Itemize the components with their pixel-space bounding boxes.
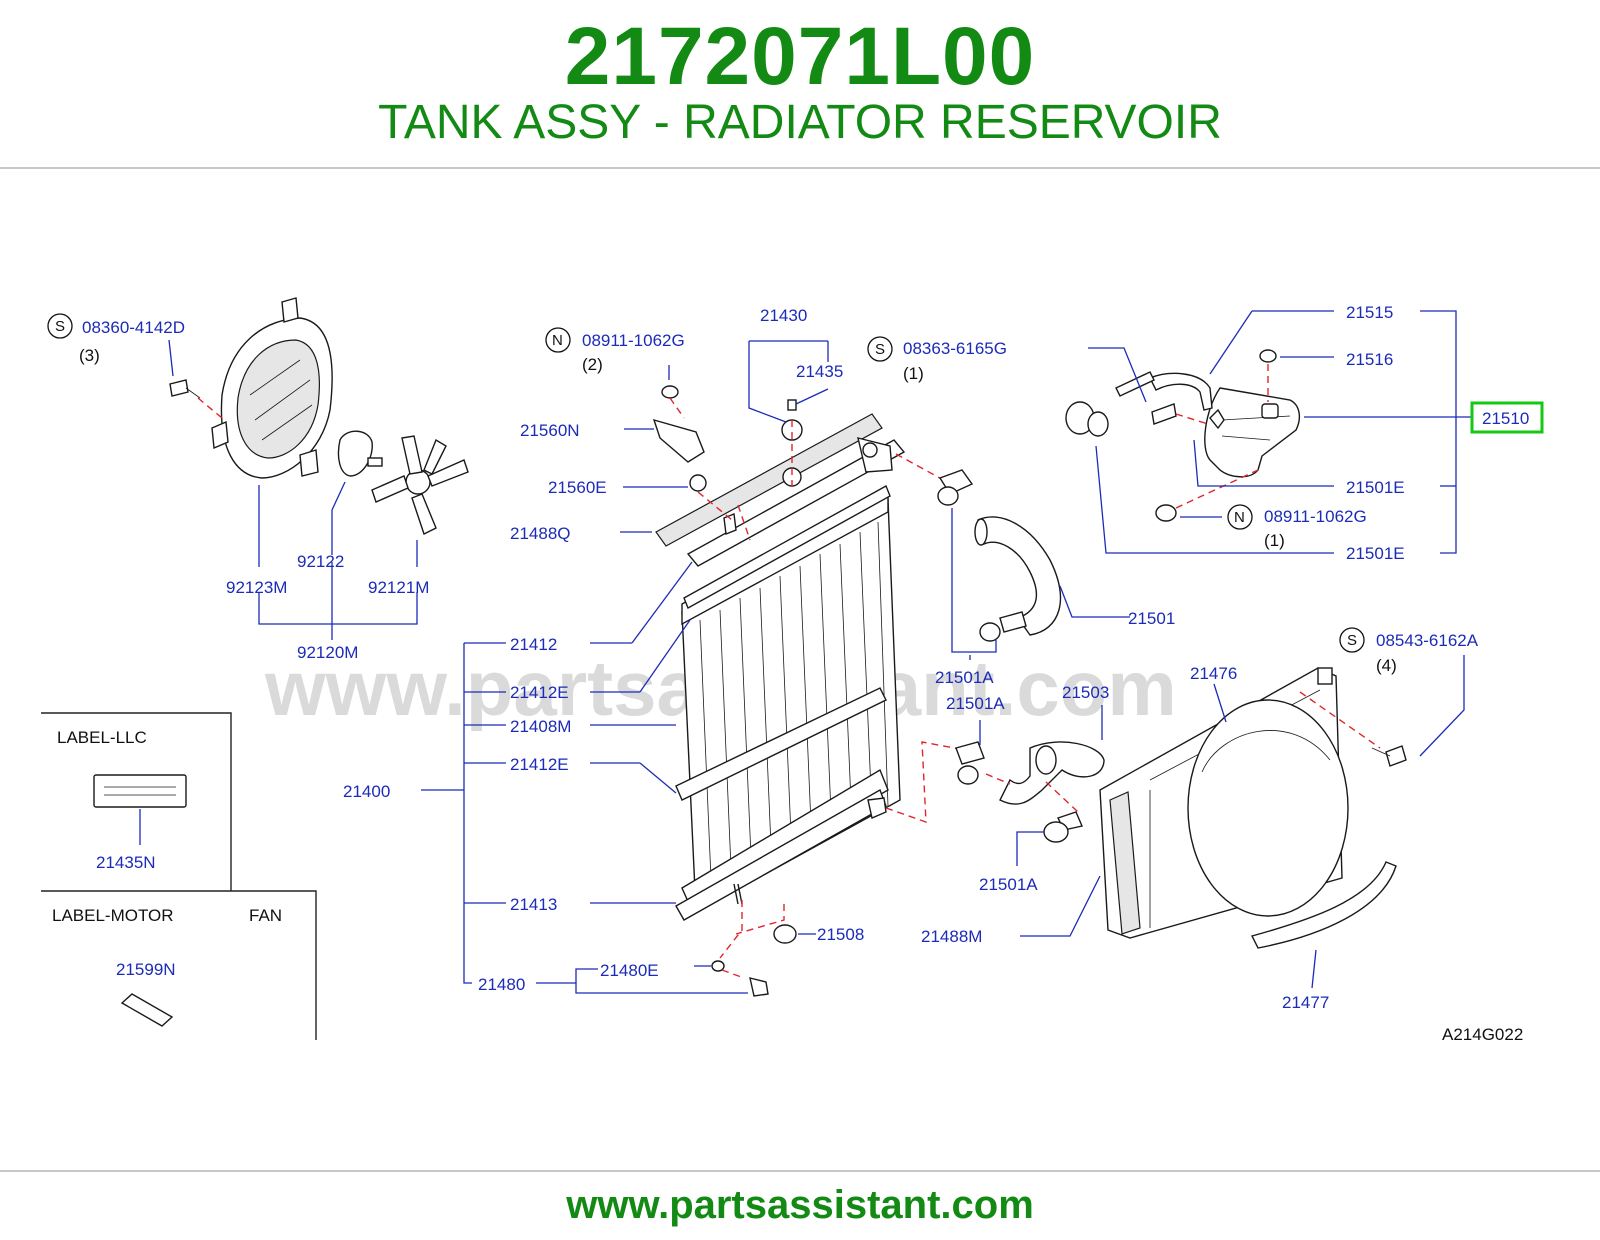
part-description: TANK ASSY - RADIATOR RESERVOIR — [378, 96, 1222, 149]
callout-21488q[interactable]: 21488Q — [510, 524, 571, 543]
callout-21430[interactable]: 21430 — [760, 306, 807, 325]
reservoir-leaders — [1088, 310, 1472, 554]
callout-92121m[interactable]: 92121M — [368, 578, 429, 597]
callout-21408m[interactable]: 21408M — [510, 717, 571, 736]
callout-08360-4142d[interactable]: 08360-4142D — [82, 318, 185, 337]
label-boxes: LABEL-LLC 21435N LABEL-MOTOR FAN 21599N — [41, 712, 317, 1040]
callout-92120m[interactable]: 92120M — [297, 643, 358, 662]
callout-21488m[interactable]: 21488M — [921, 927, 982, 946]
radiator-drawing — [652, 385, 966, 997]
callout-21501e-upper[interactable]: 21501E — [1346, 478, 1405, 497]
hoses-drawing — [937, 469, 1105, 843]
svg-text:N: N — [552, 332, 563, 349]
callout-08911-1062g-b[interactable]: 08911-1062G — [1264, 507, 1367, 526]
callout-08911-1062g-a[interactable]: 08911-1062G — [582, 331, 685, 350]
callout-21501a-middle[interactable]: 21501A — [946, 694, 1005, 713]
part-number-title: 2172071L00 — [564, 11, 1036, 102]
callout-21501e-lower[interactable]: 21501E — [1346, 544, 1405, 563]
callout-21503[interactable]: 21503 — [1062, 683, 1109, 702]
llc-label-sticker — [93, 774, 187, 808]
svg-text:S: S — [55, 318, 65, 335]
callout-08363-6165g[interactable]: 08363-6165G — [903, 339, 1007, 358]
svg-text:S: S — [1347, 632, 1357, 649]
qty-08543-6162a: (4) — [1376, 656, 1397, 675]
header-divider — [0, 167, 1600, 169]
qty-08911-1062g-b: (1) — [1264, 531, 1285, 550]
callout-21435n[interactable]: 21435N — [96, 853, 156, 872]
callout-21560n[interactable]: 21560N — [520, 421, 580, 440]
footer-divider — [0, 1170, 1600, 1172]
fan-leaders — [168, 339, 418, 640]
callout-08543-6162a[interactable]: 08543-6162A — [1376, 631, 1479, 650]
label-motor-title: LABEL-MOTOR — [52, 906, 174, 925]
qty-08363-6165g: (1) — [903, 364, 924, 383]
callout-21435[interactable]: 21435 — [796, 362, 843, 381]
standard-part-mark — [47, 313, 73, 339]
label-llc-title: LABEL-LLC — [57, 728, 147, 747]
callout-21510[interactable]: 21510 — [1482, 409, 1529, 428]
callout-21501[interactable]: 21501 — [1128, 609, 1175, 628]
callout-21515[interactable]: 21515 — [1346, 303, 1393, 322]
callout-21599n[interactable]: 21599N — [116, 960, 176, 979]
radiator-leaders — [421, 340, 829, 994]
callout-21508[interactable]: 21508 — [817, 925, 864, 944]
fan-labels: S 08360-4142D (3) 92122 92123M 92121M 92… — [47, 313, 429, 662]
shroud-drawing — [1099, 667, 1407, 949]
nut-mark-2 — [1227, 504, 1253, 530]
callout-21516[interactable]: 21516 — [1346, 350, 1393, 369]
label-fan-title: FAN — [249, 906, 282, 925]
svg-text:N: N — [1234, 509, 1245, 526]
callout-92122[interactable]: 92122 — [297, 552, 344, 571]
callout-21501a-lower[interactable]: 21501A — [979, 875, 1038, 894]
diagram-code: A214G022 — [1442, 1025, 1523, 1044]
callout-21501a-upper[interactable]: 21501A — [935, 668, 994, 687]
selected-part-highlight — [1470, 401, 1544, 434]
callout-21476[interactable]: 21476 — [1190, 664, 1237, 683]
reservoir-tank-drawing — [1065, 349, 1301, 522]
screw-mark — [867, 336, 893, 362]
shroud-leaders — [1020, 655, 1465, 989]
nut-mark — [545, 327, 571, 353]
radiator-labels: N 08911-1062G (2) 21430 21435 21560N 215… — [343, 306, 864, 994]
reservoir-labels: S 08363-6165G (1) 21515 21516 21510 2150… — [867, 303, 1544, 563]
qty-08911-1062g-a: (2) — [582, 355, 603, 374]
shroud-labels: 21476 S 08543-6162A (4) 21488M 21477 — [921, 627, 1479, 1012]
qty-08360-4142d: (3) — [79, 346, 100, 365]
footer-url[interactable]: www.partsassistant.com — [566, 1183, 1034, 1227]
callout-21477[interactable]: 21477 — [1282, 993, 1329, 1012]
fan-shroud-motor-drawing — [169, 297, 469, 535]
svg-text:S: S — [875, 341, 885, 358]
callout-21412e-lower[interactable]: 21412E — [510, 755, 569, 774]
callout-21412e-upper[interactable]: 21412E — [510, 683, 569, 702]
hoses-leaders — [951, 508, 1130, 866]
callout-21480e[interactable]: 21480E — [600, 961, 659, 980]
callout-92123m[interactable]: 92123M — [226, 578, 287, 597]
callout-21560e[interactable]: 21560E — [548, 478, 607, 497]
callout-21412[interactable]: 21412 — [510, 635, 557, 654]
callout-21413[interactable]: 21413 — [510, 895, 557, 914]
callout-21480[interactable]: 21480 — [478, 975, 525, 994]
bolt-mark — [1339, 627, 1365, 653]
callout-21400[interactable]: 21400 — [343, 782, 390, 801]
motor-fan-label-sticker — [120, 993, 174, 1027]
hoses-labels: 21501 21501A 21501A 21503 21501A — [935, 609, 1175, 894]
